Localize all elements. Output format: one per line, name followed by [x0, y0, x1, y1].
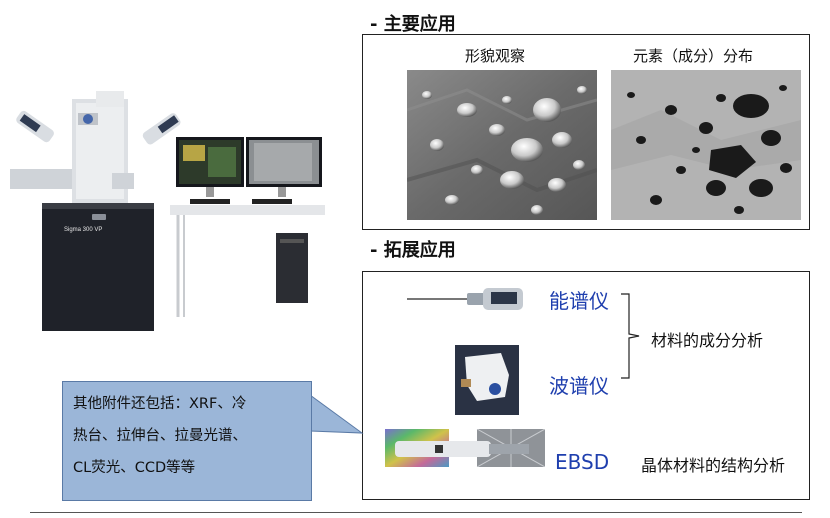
ebsd-label: EBSD	[555, 450, 610, 474]
primary-applications-panel: 形貌观察 元素（成分）分布	[362, 34, 810, 230]
element-distribution-map	[611, 70, 801, 220]
crystal-structure-analysis-label: 晶体材料的结构分析	[641, 456, 786, 475]
wds-label: 波谱仪	[549, 374, 609, 398]
grouping-bracket	[619, 290, 643, 382]
morphology-caption: 形貌观察	[465, 47, 526, 65]
element-distribution-caption: 元素（成分）分布	[633, 47, 754, 65]
eds-detector-image	[407, 282, 527, 312]
ebsd-detector-image	[385, 428, 546, 468]
model-label: Sigma 300 VP	[64, 227, 102, 233]
composition-analysis-label: 材料的成分分析	[651, 331, 764, 350]
accessories-callout: 其他附件还包括：XRF、冷 热台、拉伸台、拉曼光谱、 CL荧光、CCD等等	[62, 381, 312, 501]
morphology-micrograph	[407, 70, 597, 220]
extended-applications-heading: - 拓展应用	[370, 240, 456, 261]
callout-pointer	[309, 394, 370, 445]
primary-applications-heading: - 主要应用	[370, 14, 456, 35]
sem-instrument-illustration: Sigma 300 VP	[0, 85, 335, 335]
eds-label: 能谱仪	[549, 289, 609, 313]
extended-applications-panel: 能谱仪 波谱仪 材料的成分分析	[362, 271, 810, 500]
wds-detector-image	[455, 345, 519, 415]
bottom-divider	[30, 512, 802, 513]
sem-instrument-graphic: Sigma 300 VP	[10, 91, 325, 331]
accessories-callout-text: 其他附件还包括：XRF、冷 热台、拉伸台、拉曼光谱、 CL荧光、CCD等等	[73, 396, 247, 476]
